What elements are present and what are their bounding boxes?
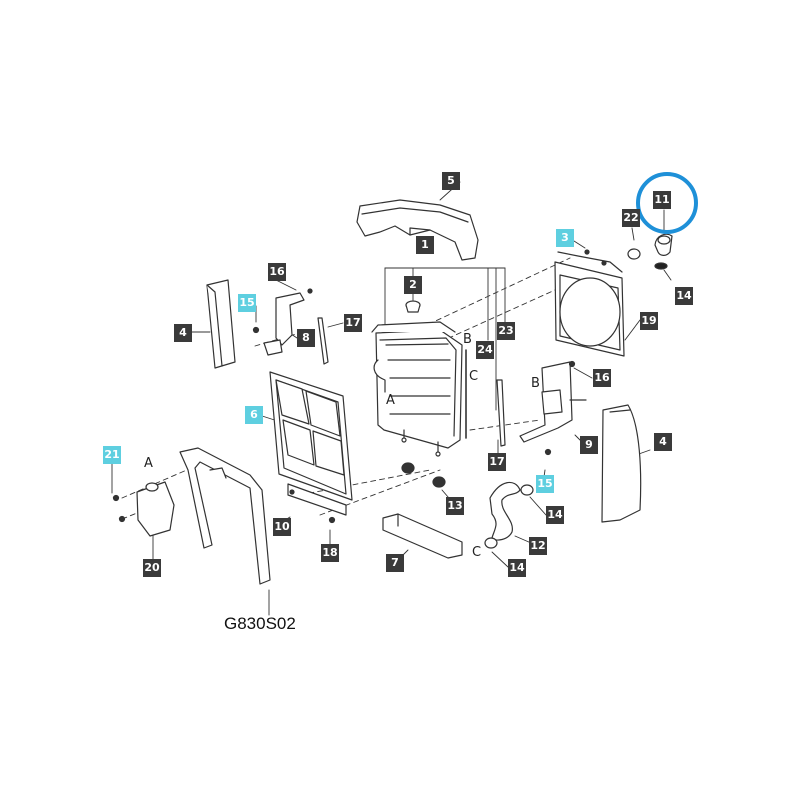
callout-10[interactable]: 10: [273, 518, 291, 536]
callout-7[interactable]: 7: [386, 554, 404, 572]
callout-24[interactable]: 24: [476, 341, 494, 359]
left-bracket: [252, 288, 313, 356]
callout-14-mid[interactable]: 14: [546, 506, 564, 524]
callout-17-right[interactable]: 17: [488, 453, 506, 471]
connection-letter-a: A: [386, 393, 395, 408]
side-baffles: [206, 279, 642, 523]
lower-bracket: [287, 483, 347, 524]
callout-9[interactable]: 9: [580, 436, 598, 454]
callout-4-right[interactable]: 4: [654, 433, 672, 451]
callout-12[interactable]: 12: [529, 537, 547, 555]
radiator-cap: [405, 300, 421, 313]
diagram-code: G830S02: [224, 614, 296, 633]
alignment-dashes: [121, 257, 571, 520]
connection-letter-b-bracket: B: [531, 376, 540, 391]
callout-17-left[interactable]: 17: [344, 314, 362, 332]
highlight-ring: [636, 172, 698, 234]
right-bracket: [519, 360, 587, 456]
radiator: [371, 321, 467, 457]
callout-21[interactable]: 21: [103, 446, 121, 464]
seal-strips: [317, 317, 506, 447]
callout-3[interactable]: 3: [556, 229, 574, 247]
callout-2[interactable]: 2: [404, 276, 422, 294]
grille-frame: [269, 371, 353, 501]
callout-18[interactable]: 18: [321, 544, 339, 562]
connection-letter-a-reservoir: A: [144, 456, 153, 471]
callout-15-left[interactable]: 15: [238, 294, 256, 312]
connection-letter-b: B: [463, 332, 472, 347]
screws-top: [584, 249, 607, 266]
connection-letter-c-hose: C: [472, 545, 482, 560]
callout-1[interactable]: 1: [416, 236, 434, 254]
callout-14-upper[interactable]: 14: [675, 287, 693, 305]
callout-19[interactable]: 19: [640, 312, 658, 330]
callout-22[interactable]: 22: [622, 209, 640, 227]
callout-23[interactable]: 23: [497, 322, 515, 340]
callout-11[interactable]: 11: [653, 191, 671, 209]
rubber-mounts: [401, 462, 446, 488]
fan-shroud: [554, 251, 625, 357]
connection-letter-c: C: [469, 369, 479, 384]
callout-13[interactable]: 13: [446, 497, 464, 515]
upper-hose-elbow: [627, 233, 673, 270]
coolant-reservoir: [112, 447, 271, 585]
callout-8[interactable]: 8: [297, 329, 315, 347]
callout-14-lower[interactable]: 14: [508, 559, 526, 577]
lower-hose: [484, 481, 534, 549]
callout-20[interactable]: 20: [143, 559, 161, 577]
callout-15-right[interactable]: 15: [536, 475, 554, 493]
callout-6[interactable]: 6: [245, 406, 263, 424]
callout-4-left[interactable]: 4: [174, 324, 192, 342]
callout-16-left[interactable]: 16: [268, 263, 286, 281]
lower-deflector: [382, 513, 463, 559]
shroud-top-cover: [356, 199, 479, 261]
callout-5[interactable]: 5: [442, 172, 460, 190]
callout-16-right[interactable]: 16: [593, 369, 611, 387]
